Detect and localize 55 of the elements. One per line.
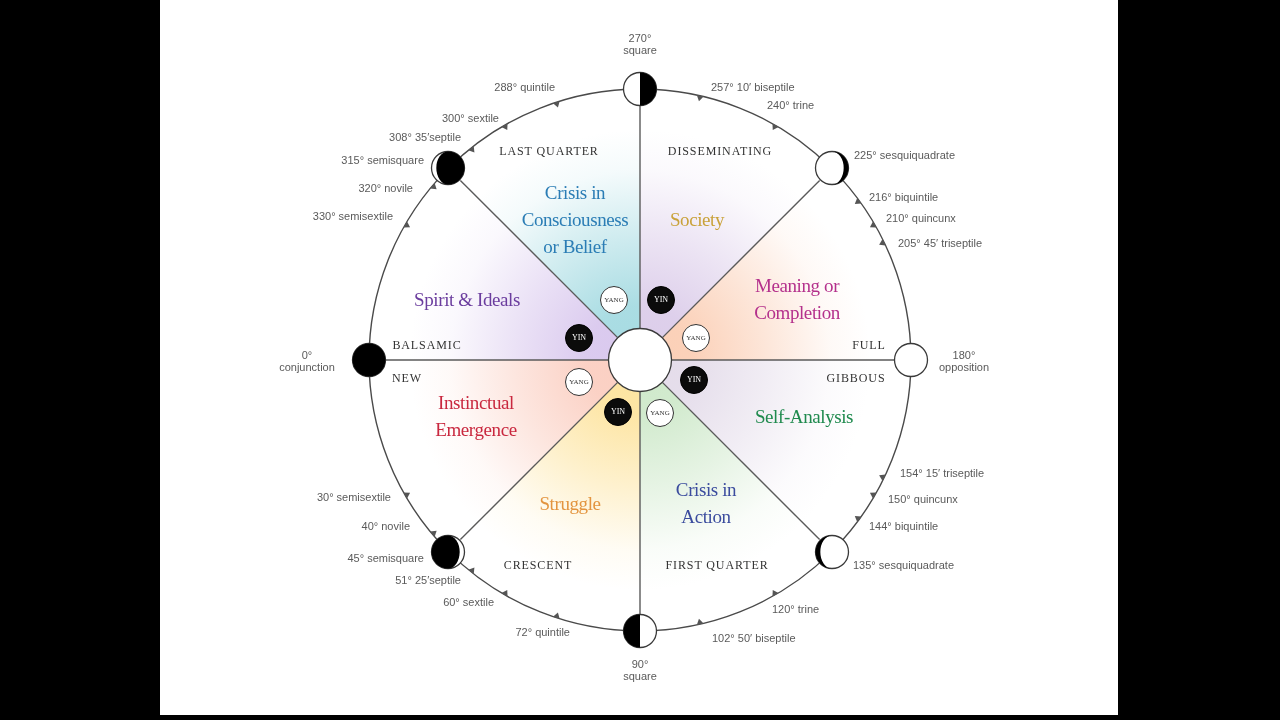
aspect-label: 270° square <box>622 32 658 56</box>
aspect-label: 0° conjunction <box>278 349 336 373</box>
theme-label: Spirit & Ideals <box>414 287 520 312</box>
spoke-line <box>459 179 619 339</box>
aspect-label: 154° 15′ triseptile <box>900 467 985 479</box>
aspect-label: 330° semisextile <box>312 210 393 222</box>
moon-phase-icon <box>430 150 467 187</box>
moon-phase-icon <box>430 533 467 570</box>
spoke-line <box>661 381 821 541</box>
aspect-label: 45° semisquare <box>347 552 424 564</box>
phase-label: DISSEMINATING <box>667 144 773 158</box>
aspect-label: 216° biquintile <box>869 191 939 203</box>
aspect-label: 72° quintile <box>515 626 570 638</box>
theme-label: Meaning or Completion <box>753 274 841 325</box>
aspect-label: 320° novile <box>358 182 413 194</box>
spoke-line <box>385 359 609 361</box>
aspect-label: 180° opposition <box>937 349 991 373</box>
moon-phase-icon <box>622 71 658 107</box>
theme-label: Self-Analysis <box>754 404 854 429</box>
aspect-label: 225° sesquiquadrate <box>854 149 956 161</box>
moon-phase-icon <box>351 342 387 378</box>
phase-label: LAST QUARTER <box>499 144 599 158</box>
aspect-label: 90° square <box>622 658 658 682</box>
theme-label: Crisis in Action <box>674 478 738 529</box>
moon-phase-icon <box>893 342 929 378</box>
aspect-label: 135° sesquiquadrate <box>853 559 955 571</box>
moon-phase-icon <box>813 150 850 187</box>
phase-label: GIBBOUS <box>826 371 886 385</box>
moon-phase-icon <box>622 613 658 649</box>
aspect-label: 60° sextile <box>443 596 494 608</box>
aspect-label: 288° quintile <box>494 81 555 93</box>
aspect-label: 30° semisextile <box>316 491 391 503</box>
spoke-line <box>639 105 641 329</box>
theme-label: Crisis in Consciousness or Belief <box>520 180 630 259</box>
spoke-line <box>459 381 619 541</box>
aspect-label: 150° quincunx <box>888 493 958 505</box>
theme-label: Struggle <box>539 491 601 516</box>
aspect-label: 210° quincunx <box>886 212 956 224</box>
spoke-line <box>639 391 641 615</box>
spoke-line <box>661 179 821 339</box>
aspect-label: 120° trine <box>772 603 820 615</box>
phase-label: CRESCENT <box>503 558 573 572</box>
theme-label: Society <box>669 207 725 232</box>
phase-label: FIRST QUARTER <box>665 558 769 572</box>
hub-circle <box>607 327 673 393</box>
moon-phase-icon <box>813 533 850 570</box>
spoke-line <box>671 359 895 361</box>
aspect-label: 102° 50′ biseptile <box>712 632 796 644</box>
aspect-label: 205° 45′ triseptile <box>898 237 983 249</box>
phase-label: NEW <box>392 371 422 385</box>
aspect-label: 315° semisquare <box>341 154 424 166</box>
aspect-label: 257° 10′ biseptile <box>711 81 795 93</box>
phase-label: BALSAMIC <box>392 338 462 352</box>
theme-label: Instinctual Emergence <box>434 391 518 442</box>
phase-label: FULL <box>852 338 886 352</box>
